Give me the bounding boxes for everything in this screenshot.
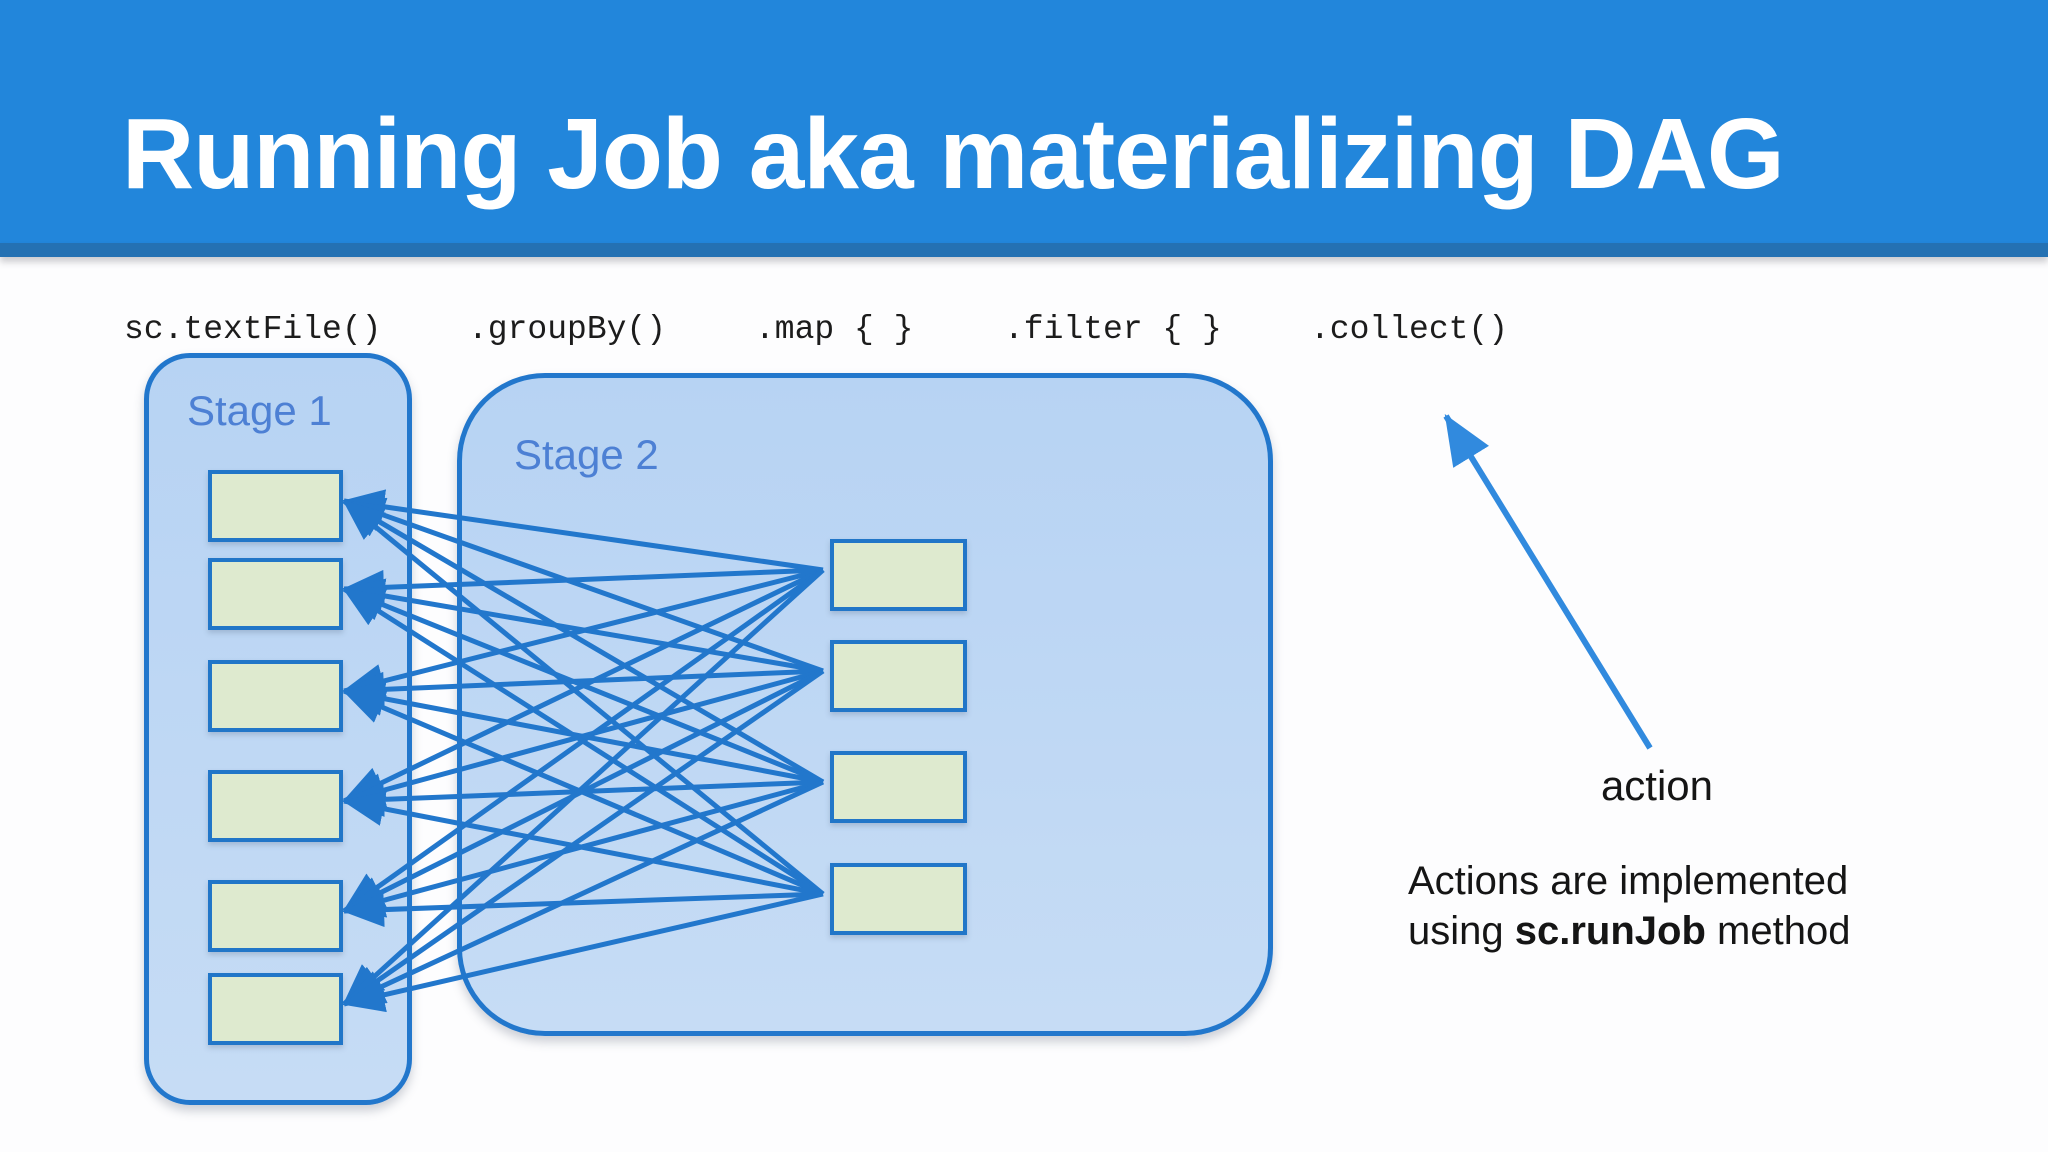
stage2-container: Stage 2 [457,373,1273,1036]
method-label-filter: .filter { } [1004,311,1222,348]
actions-note: Actions are implemented using sc.runJob … [1408,856,1878,956]
stage2-label: Stage 2 [514,431,659,478]
actions-note-line2: using sc.runJob method [1408,909,1851,953]
stage2-partition-box [830,863,967,935]
method-label-textfile: sc.textFile() [124,311,382,348]
stage2-partition-box [830,640,967,712]
stage1-container: Stage 1 [144,353,412,1105]
stage1-partition-box [208,660,343,732]
method-label-collect: .collect() [1310,311,1509,348]
stage1-partition-box [208,470,343,542]
stage2-partition-box [830,751,967,823]
action-arrow [1443,413,1653,750]
stage2-partition-box [830,539,967,611]
stage1-label: Stage 1 [187,387,332,434]
stage1-partition-box [208,880,343,952]
stage1-partition-box [208,973,343,1045]
page-title: Running Job aka materializing DAG [122,98,1785,210]
method-label-groupby: .groupBy() [468,311,667,348]
runjob-method-name: sc.runJob [1514,909,1706,953]
method-label-map: .map { } [755,311,914,348]
stage1-partition-box [208,770,343,842]
slide-header: Running Job aka materializing DAG [0,0,2048,243]
header-underline [0,243,2048,257]
actions-note-line1: Actions are implemented [1408,859,1849,903]
stage1-partition-box [208,558,343,630]
action-arrow-label: action [1600,762,1714,809]
